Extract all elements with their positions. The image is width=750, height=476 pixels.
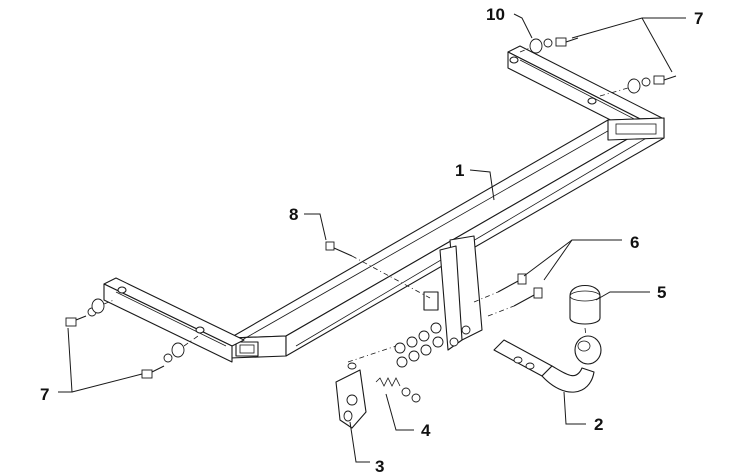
callout-4: 4: [421, 421, 431, 440]
callout-5: 5: [657, 283, 666, 302]
callout-3: 3: [375, 457, 384, 476]
callout-8: 8: [289, 205, 298, 224]
callout-7-bottom: 7: [40, 385, 49, 404]
right-side-bracket: [507, 45, 663, 141]
callout-labels: 1 2 3 4 5 6 7 7 8 10: [40, 5, 703, 476]
left-side-bracket: [103, 277, 245, 363]
socket-bracket: [335, 362, 367, 429]
spring-bolt-4: [375, 377, 421, 403]
callout-6: 6: [630, 233, 639, 252]
callout-7-top: 7: [694, 9, 703, 28]
nut-washer-cluster: [347, 322, 444, 368]
bolts-6: [473, 273, 543, 317]
callout-10: 10: [486, 5, 505, 24]
callout-1: 1: [455, 161, 464, 180]
main-crossbeam: [229, 117, 665, 359]
bolt-8: [325, 241, 431, 299]
ball-neck: [493, 335, 602, 393]
leader-lines: [58, 13, 686, 463]
ball-cover: [569, 284, 601, 337]
top-right-fasteners: [519, 37, 677, 97]
left-fasteners: [65, 298, 199, 379]
callout-2: 2: [594, 415, 603, 434]
